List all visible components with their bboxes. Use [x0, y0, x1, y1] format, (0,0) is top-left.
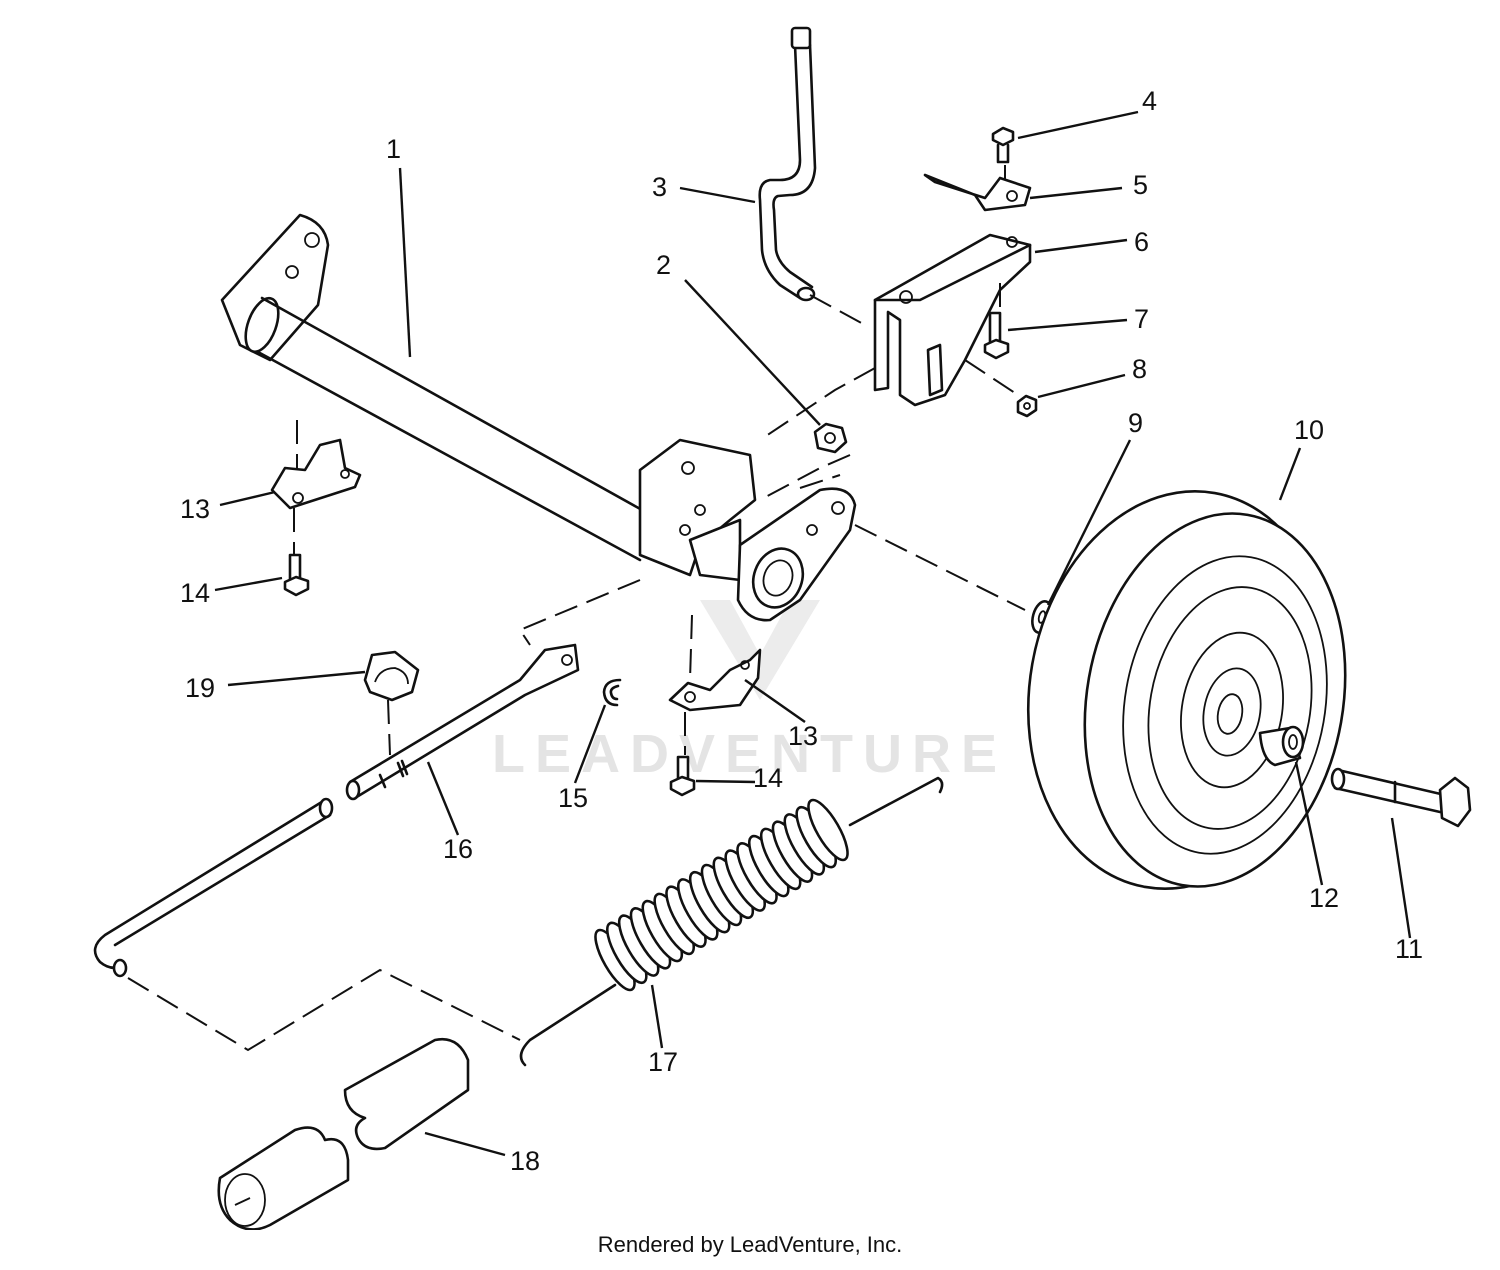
part-15-ring — [602, 678, 622, 707]
callout-2: 2 — [656, 250, 671, 280]
exploded-view: LEADVENTURE — [93, 26, 1472, 1231]
part-16-rod — [345, 643, 580, 801]
part-18-sleeves — [217, 1037, 470, 1231]
callout-8: 8 — [1132, 354, 1147, 384]
callout-13b: 13 — [788, 721, 818, 751]
spring-coil — [807, 798, 849, 862]
callout-10: 10 — [1294, 415, 1324, 445]
callout-16: 16 — [443, 834, 473, 864]
alignment-lines — [127, 165, 1026, 1052]
part-12-spacer — [1258, 725, 1305, 767]
watermark-text: LEADVENTURE — [492, 724, 1007, 784]
part-19-clip — [363, 650, 420, 702]
callout-4: 4 — [1142, 86, 1157, 116]
part-5-clip — [923, 173, 1032, 212]
callout-9: 9 — [1128, 408, 1143, 438]
callout-11: 11 — [1395, 934, 1423, 964]
part-7-bolt — [983, 311, 1010, 360]
part-13-bracket-a — [270, 438, 362, 510]
callout-18: 18 — [510, 1146, 540, 1176]
callout-3: 3 — [652, 172, 667, 202]
part-11-bolt — [1330, 767, 1472, 828]
l-rod — [93, 797, 334, 978]
callout-15: 15 — [558, 783, 588, 813]
callout-1: 1 — [386, 134, 401, 164]
callout-14a: 14 — [180, 578, 210, 608]
part-4-bolt — [991, 126, 1015, 164]
part-10-wheel — [1026, 490, 1347, 890]
part-1-axle — [220, 213, 857, 622]
callout-6: 6 — [1134, 227, 1149, 257]
callout-5: 5 — [1133, 170, 1148, 200]
part-2-nut — [813, 422, 848, 454]
watermark: LEADVENTURE — [492, 600, 1007, 784]
callout-12: 12 — [1309, 883, 1339, 913]
part-17-spring — [594, 798, 849, 992]
callout-17: 17 — [648, 1047, 678, 1077]
part-6-bracket — [873, 233, 1032, 407]
leader-lines — [214, 110, 1412, 1157]
part-14-bolt-a — [283, 553, 310, 597]
part-3-rod — [758, 26, 817, 302]
callout-19: 19 — [185, 673, 215, 703]
part-13-bracket-b — [668, 648, 762, 712]
footer-credit: Rendered by LeadVenture, Inc. — [597, 1232, 903, 1257]
callouts: 1 2 3 4 5 6 7 8 9 10 11 12 13 13 14 14 1… — [180, 86, 1423, 1176]
callout-13a: 13 — [180, 494, 210, 524]
callout-14b: 14 — [753, 763, 783, 793]
part-14-bolt-b — [669, 755, 696, 797]
callout-7: 7 — [1134, 304, 1149, 334]
part-8-nut — [1016, 394, 1038, 418]
